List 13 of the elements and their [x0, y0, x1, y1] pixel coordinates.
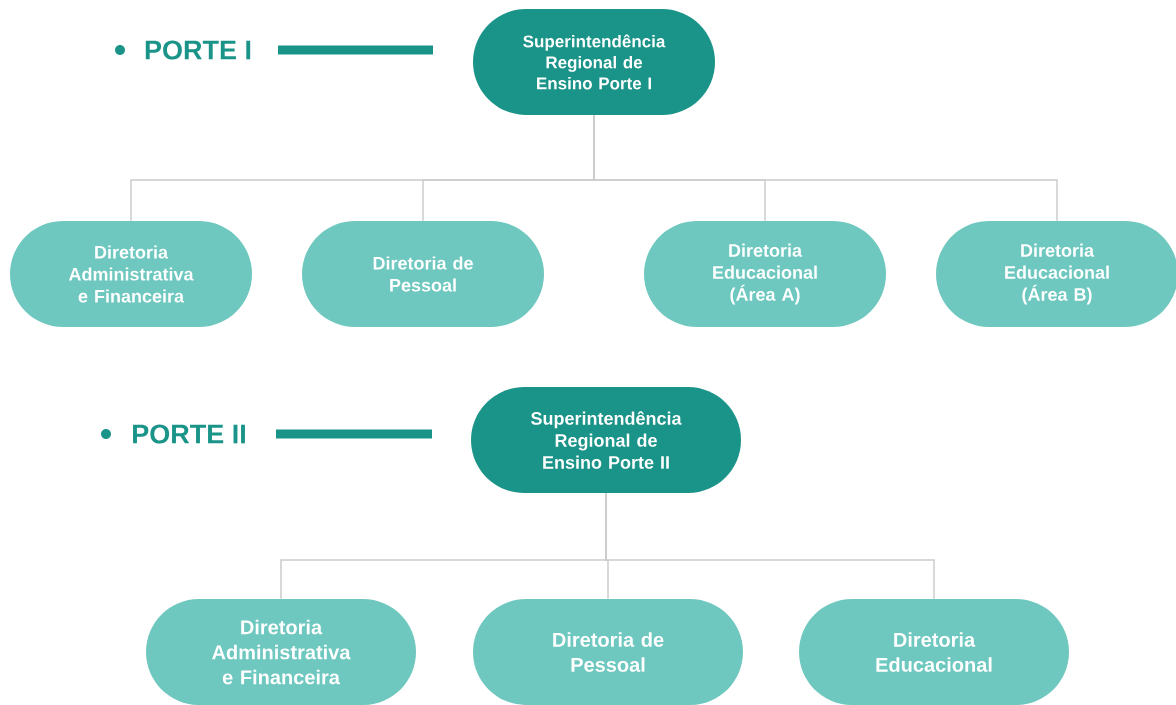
section-label: PORTE I — [145, 40, 251, 60]
department-box: Diretoria Administrativa e Financeira — [10, 221, 252, 327]
unit-box: Superintendência Regional de Ensino Porte I — [473, 9, 715, 115]
department-box: Diretoria Educacional — [799, 599, 1069, 705]
connector-line — [593, 114, 1058, 222]
department-box: Diretoria Educacional (Área B) — [936, 221, 1176, 327]
department-box: Diretoria de Pessoal — [302, 221, 544, 327]
department-box: Diretoria Administrativa e Financeira — [146, 599, 416, 705]
department-box: Diretoria de Pessoal — [473, 599, 743, 705]
section-label: PORTE II — [133, 424, 245, 444]
connector-line — [605, 492, 935, 600]
unit-box: Superintendência Regional de Ensino Porte II — [471, 387, 741, 493]
department-box: Diretoria Educacional (Área A) — [644, 221, 886, 327]
